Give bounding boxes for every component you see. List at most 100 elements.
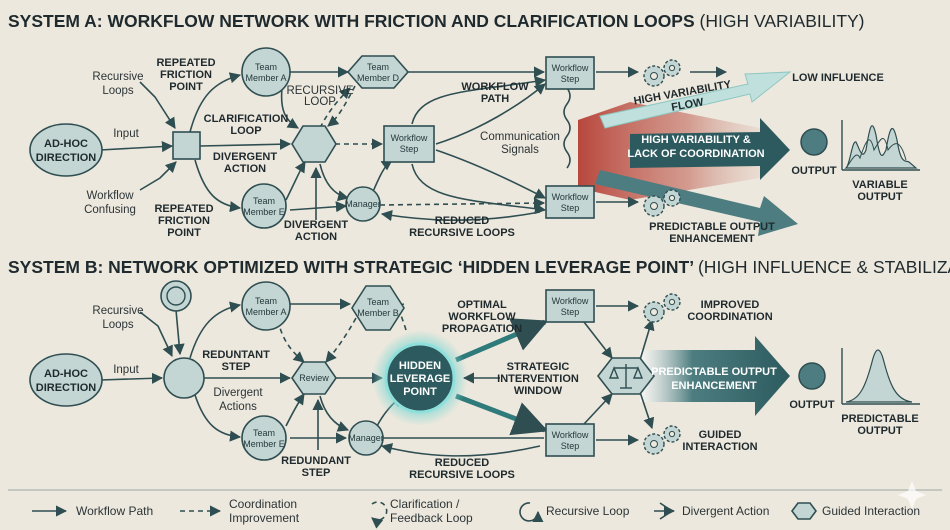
edge-review-manager xyxy=(319,395,350,432)
input-label-b: Input xyxy=(113,364,139,376)
legend-divergent: Divergent Action xyxy=(654,502,769,520)
team-a-label-a: Team xyxy=(255,62,277,72)
workflow-confusing-label-a: Workflow xyxy=(86,190,134,202)
clarification-loop-label-2: LOOP xyxy=(230,125,261,137)
manager-node-a xyxy=(345,186,381,222)
edge-target-b xyxy=(173,309,185,356)
edge-reduced-loops-a xyxy=(380,210,541,222)
legend-guided-icon xyxy=(791,502,817,520)
workflow-step-top-label-a: Workflow xyxy=(552,63,589,73)
manager-label-a: Manager xyxy=(345,199,381,209)
legend-recursive-label: Recursive Loop xyxy=(546,504,630,518)
reduced-loops-label-a-2: RECURSIVE LOOPS xyxy=(409,227,515,239)
recursive-loops-label-a-2: Loops xyxy=(102,85,134,97)
team-d-label-2: Member D xyxy=(357,73,400,83)
workflow-confusing-label-a-2: Confusing xyxy=(84,204,136,216)
edge-teame-review xyxy=(285,393,305,427)
legend-coordination-label-2: Improvement xyxy=(229,511,300,525)
predictable-enhancement-label-a-2: ENHANCEMENT xyxy=(669,233,755,245)
sparkle-icon xyxy=(898,481,926,509)
edge-hidden-botstep xyxy=(455,393,549,436)
legend-divergent-label: Divergent Action xyxy=(682,504,769,518)
recursive-loops-label-b-2: Loops xyxy=(102,319,134,331)
edge-step-balance xyxy=(583,321,613,359)
legend-recursive-icon xyxy=(519,502,544,523)
edge-friction-teama xyxy=(189,72,242,133)
edge-step-botstep xyxy=(435,149,546,199)
edge-friction-teame xyxy=(194,159,242,213)
input-label-a: Input xyxy=(113,128,139,140)
edge-input-b xyxy=(99,372,164,384)
guided-interaction-label-2: INTERACTION xyxy=(682,441,757,453)
friction-top-label-2: FRICTION xyxy=(160,69,212,81)
hidden-label: HIDDEN xyxy=(399,360,441,372)
clarification-loop-label: CLARIFICATION xyxy=(204,113,289,125)
predictable-enhancement-label-a: PREDICTABLE OUTPUT xyxy=(649,221,775,233)
legend-clarification-label-2: Feedback Loop xyxy=(390,511,473,525)
edge-confusing-a xyxy=(139,161,177,191)
workflow-step-center-label-a: Workflow xyxy=(391,133,428,143)
team-a-label-b: Team xyxy=(255,296,277,306)
legend-clarification: Clarification / Feedback Loop xyxy=(371,497,473,529)
workflow-step-bottom-label-a-2: Step xyxy=(561,203,580,213)
optimal-label: OPTIMAL xyxy=(457,299,507,311)
edge-recursive-a xyxy=(139,81,176,129)
edge-reduced-loops-b xyxy=(380,443,541,457)
divergent-action-bot-label-2: ACTION xyxy=(295,231,337,243)
team-e-label-a-2: Member E xyxy=(243,207,285,217)
workflow-step-bottom-b xyxy=(545,423,595,457)
reduced-loops-label-a: REDUCED xyxy=(435,215,489,227)
edge-manager-step xyxy=(371,159,393,195)
team-e-label-a: Team xyxy=(253,196,275,206)
output-label-b: OUTPUT xyxy=(789,399,835,411)
legend-clarification-label: Clarification / xyxy=(390,497,460,511)
dash-manager-step xyxy=(379,197,546,209)
manager-node-b xyxy=(348,420,384,456)
workflow-path-label-a: WORKFLOW xyxy=(461,81,529,93)
teal-lower-flow-arrow xyxy=(595,170,798,236)
edge-step-botstep2 xyxy=(411,163,547,215)
gear-icon-bottom-a xyxy=(643,189,681,217)
divergent-actions-label: Divergent xyxy=(213,387,263,399)
workflow-step-top-a xyxy=(545,56,595,90)
redundant-step-top-label-2: STEP xyxy=(222,361,251,373)
redundant-step-bot-label-2: STEP xyxy=(302,467,331,479)
friction-point-node xyxy=(172,131,201,160)
ad-hoc-direction-node-b xyxy=(29,353,103,407)
workflow-step-top-label-b: Workflow xyxy=(552,296,589,306)
edge-teame-hex xyxy=(285,161,306,201)
communication-label-2: Signals xyxy=(501,144,539,156)
edge-recursive-b xyxy=(139,311,173,358)
manager-label-b: Manager xyxy=(348,433,384,443)
team-a-label-b-2: Member A xyxy=(245,307,286,317)
team-member-e-node-a xyxy=(241,183,287,229)
friction-top-label: REPEATED xyxy=(156,57,215,69)
friction-bottom-label-3: POINT xyxy=(167,227,201,239)
variable-output-label: VARIABLE xyxy=(852,179,907,191)
legend-recursive: Recursive Loop xyxy=(519,502,630,523)
variable-output-graph xyxy=(841,120,920,171)
predictable-output-graph xyxy=(841,348,920,405)
team-e-label-b: Team xyxy=(253,428,275,438)
review-node xyxy=(291,361,337,395)
predictable-enhancement-label-b-2: ENHANCEMENT xyxy=(671,380,757,392)
edge-botstep-balance xyxy=(583,393,613,425)
gear-icon-bottom-b xyxy=(643,425,681,455)
friction-bottom-label: REPEATED xyxy=(154,203,213,215)
friction-bottom-label-2: FRICTION xyxy=(158,215,210,227)
high-variability-flow-label-2: FLOW xyxy=(670,96,705,114)
edge-input-a xyxy=(99,140,174,153)
dash-teama-review xyxy=(277,319,305,363)
low-influence-label: LOW INFLUENCE xyxy=(792,72,884,84)
edge-teame-manager xyxy=(289,201,348,213)
point-label: POINT xyxy=(403,386,437,398)
reduced-loops-label-b-2: RECURSIVE LOOPS xyxy=(409,469,515,481)
team-member-b-node xyxy=(351,285,405,331)
workflow-step-bottom-label-b-2: Step xyxy=(561,441,580,451)
edge-hub-teame-b xyxy=(194,394,242,442)
output-node-b xyxy=(798,362,826,390)
hidden-leverage-point-node xyxy=(384,342,456,414)
output-node-a xyxy=(800,128,828,156)
recursive-loop-label-a: RECURSIVE xyxy=(286,85,353,97)
